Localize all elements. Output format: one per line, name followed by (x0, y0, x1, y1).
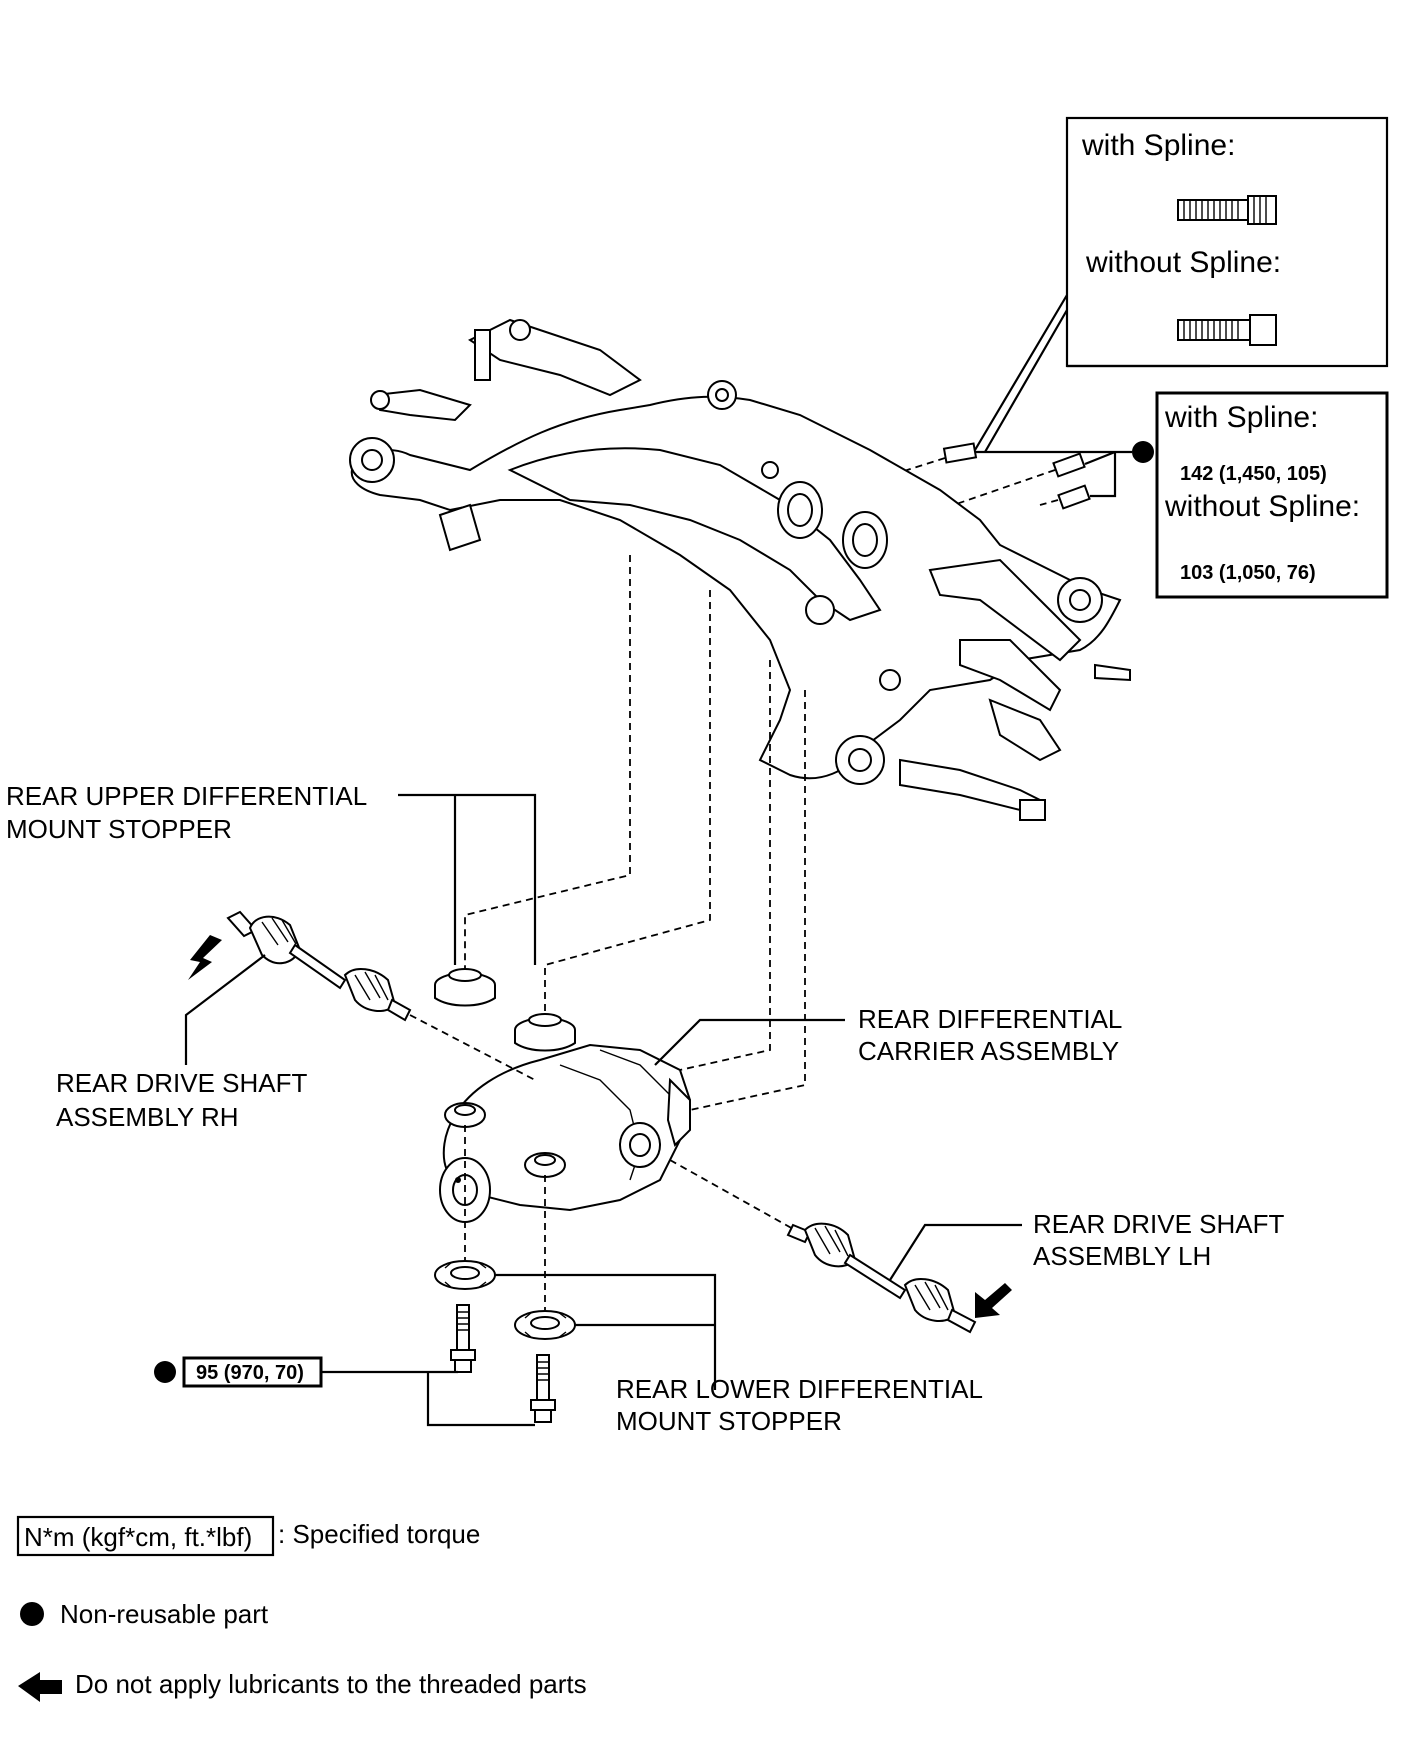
carrier-callout-line2: CARRIER ASSEMBLY (858, 1036, 1119, 1066)
no-lubricant-arrow-lh-icon (975, 1283, 1012, 1318)
torque-with-spline-label: with Spline: (1164, 401, 1318, 434)
legend-torque-desc: : Specified torque (278, 1519, 480, 1549)
legend-no-lubricant: Do not apply lubricants to the threaded … (75, 1669, 587, 1699)
upper-bolt-icon (942, 442, 1091, 510)
shaft-lh-callout-line1: REAR DRIVE SHAFT (1033, 1209, 1284, 1239)
filled-circle-icon (20, 1602, 44, 1626)
inset-without-spline-label: without Spline: (1085, 246, 1281, 279)
lower-stopper-callout-line1: REAR LOWER DIFFERENTIAL (616, 1374, 983, 1404)
non-reusable-marker-icon (1132, 441, 1154, 463)
upper-mount-stopper-right (514, 1013, 576, 1052)
torque-with-spline-value: 142 (1,450, 105) (1180, 463, 1327, 485)
upper-stopper-callout-line1: REAR UPPER DIFFERENTIAL (6, 781, 367, 811)
shaft-rh-callout-line1: REAR DRIVE SHAFT (56, 1068, 307, 1098)
drive-shaft-lh (669, 1159, 977, 1334)
left-arrow-icon (18, 1672, 62, 1702)
drive-shaft-rh (226, 910, 536, 1081)
lower-mount-bolt-left (450, 1304, 476, 1373)
non-reusable-marker-icon (154, 1361, 176, 1383)
upper-mount-stopper-left (434, 968, 496, 1007)
legend: N*m (kgf*cm, ft.*lbf) : Specified torque… (16, 1515, 587, 1702)
lower-bolt-torque-value: 95 (970, 70) (196, 1362, 304, 1384)
shaft-rh-callout-line2: ASSEMBLY RH (56, 1102, 239, 1132)
lower-stopper-callout-line2: MOUNT STOPPER (616, 1406, 842, 1436)
bolt-type-inset: with Spline: without Spline: (974, 116, 1389, 453)
lower-mount-stopper-right (514, 1310, 576, 1340)
shaft-lh-callout-line2: ASSEMBLY LH (1033, 1241, 1211, 1271)
legend-torque-units: N*m (kgf*cm, ft.*lbf) (24, 1522, 252, 1552)
differential-carrier-assembly (439, 1043, 692, 1223)
plain-bolt-icon (1177, 314, 1277, 346)
inset-with-spline-label: with Spline: (1081, 129, 1235, 162)
lower-mount-bolt-right (530, 1354, 556, 1423)
spline-bolt-icon (1177, 195, 1277, 225)
rear-suspension-crossmember (349, 318, 1131, 821)
torque-without-spline-value: 103 (1,050, 76) (1180, 562, 1316, 584)
torque-without-spline-label: without Spline: (1164, 490, 1360, 523)
upper-stopper-callout-line2: MOUNT STOPPER (6, 814, 232, 844)
legend-non-reusable: Non-reusable part (60, 1599, 269, 1629)
no-lubricant-arrow-rh-icon (188, 935, 222, 980)
lower-mount-stopper-left (434, 1260, 496, 1290)
carrier-callout-line1: REAR DIFFERENTIAL (858, 1004, 1122, 1034)
upper-bolt-torque-box: with Spline: 142 (1,450, 105) without Sp… (859, 391, 1389, 599)
